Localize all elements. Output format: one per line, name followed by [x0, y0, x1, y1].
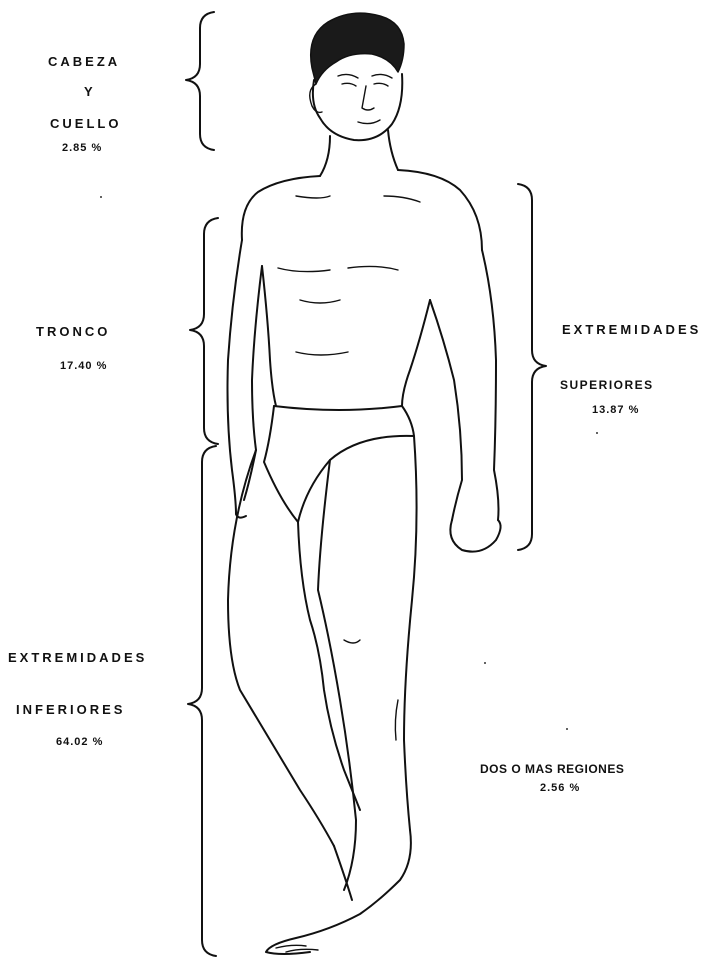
leg-right-inner	[318, 460, 356, 890]
foot-right	[266, 830, 411, 954]
briefs-waistband	[274, 406, 402, 410]
arm-right-outer	[482, 250, 499, 520]
scan-speck	[484, 662, 486, 664]
hair	[311, 13, 404, 84]
lower-limbs-label-line2: INFERIORES	[16, 702, 125, 717]
eyebrow-right	[372, 74, 392, 78]
arm-left-outer	[228, 240, 243, 514]
briefs-right-edge	[298, 406, 414, 522]
head-neck-percent: 2.85 %	[62, 142, 102, 154]
ab-line-1	[300, 300, 340, 303]
lower-limbs-label-line1: EXTREMIDADES	[8, 650, 147, 665]
chest-line-2	[348, 266, 398, 270]
hand-right	[450, 520, 500, 552]
shin-mark	[395, 700, 398, 740]
mouth	[358, 120, 380, 124]
briefs-left-edge	[264, 406, 298, 522]
eye-right	[374, 83, 388, 86]
collar-line	[296, 196, 330, 198]
arm-right-inner	[430, 300, 462, 520]
head-neck-label-line3: CUELLO	[50, 116, 121, 131]
lower-limbs-percent: 64.02 %	[56, 736, 103, 748]
scan-speck	[596, 432, 598, 434]
shoulder-right	[398, 170, 482, 250]
leg-right-outer	[404, 436, 417, 830]
head-neck-label-line1: CABEZA	[48, 54, 120, 69]
lower-limbs-bracket	[188, 446, 216, 956]
nose	[362, 86, 374, 110]
upper-limbs-percent: 13.87 %	[592, 404, 639, 416]
upper-limbs-bracket	[518, 184, 546, 550]
upper-limbs-label-line1: EXTREMIDADES	[562, 322, 701, 337]
upper-limbs-label-line2: SUPERIORES	[560, 378, 654, 392]
trunk-percent: 17.40 %	[60, 360, 107, 372]
eyebrow-left	[338, 74, 358, 78]
neck-right	[388, 130, 398, 170]
trunk-bracket	[190, 218, 218, 444]
head-neck-bracket	[186, 12, 214, 150]
multiple-regions-percent: 2.56 %	[540, 782, 580, 794]
collar-line-2	[384, 196, 420, 202]
toes	[276, 945, 318, 952]
torso-right-side	[402, 300, 430, 406]
neck-left	[320, 136, 330, 176]
chest-line	[278, 268, 330, 272]
multiple-regions-label: DOS O MAS REGIONES	[480, 762, 624, 776]
torso-left-side	[262, 266, 276, 406]
eye-left	[342, 83, 356, 86]
scan-speck	[566, 728, 568, 730]
trunk-label: TRONCO	[36, 324, 110, 339]
shoulder-left	[242, 176, 320, 240]
knee-mark	[344, 640, 360, 643]
ab-line-2	[296, 352, 348, 355]
scan-speck	[100, 196, 102, 198]
arm-left-inner	[244, 266, 262, 500]
head-neck-label-line2: Y	[84, 84, 96, 99]
